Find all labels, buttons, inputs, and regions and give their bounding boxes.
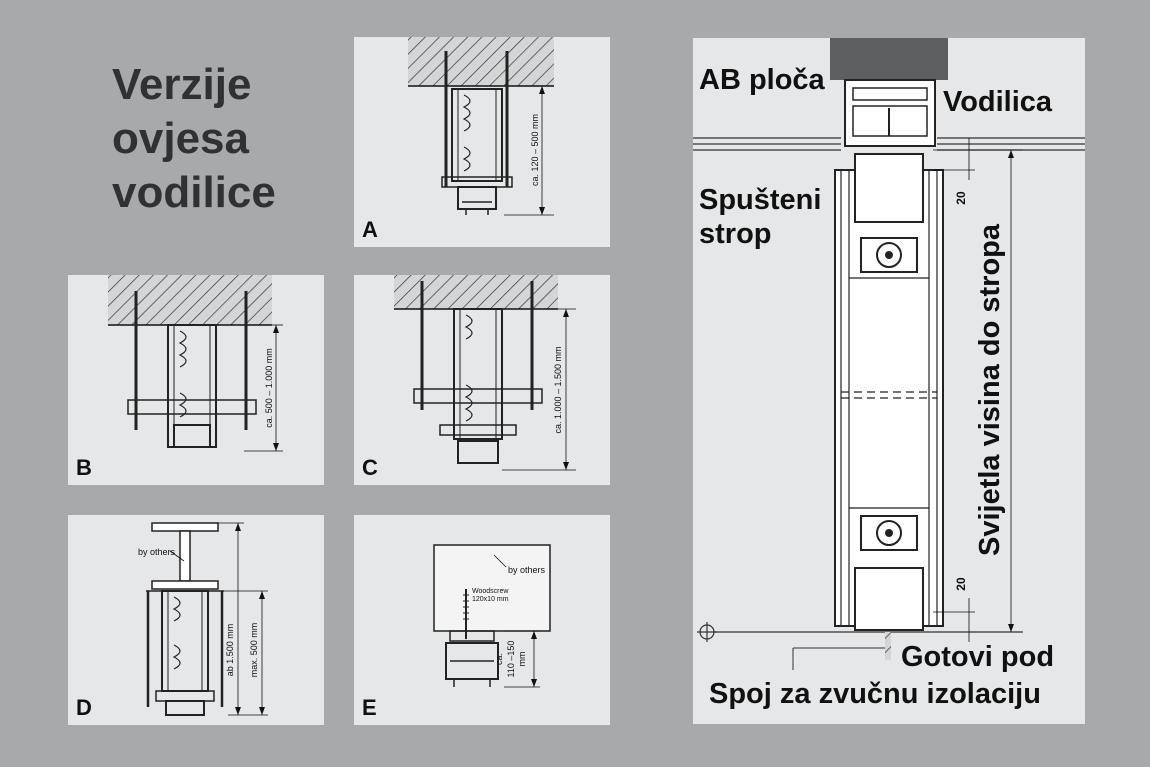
panel-a-dimension: ca. 120 – 500 mm — [530, 114, 540, 186]
panel-e-drawing: by others Woodscrew 120x10 mm ca. 110 –1… — [433, 544, 551, 688]
panel-c-dimension: ca. 1.000 – 1.500 mm — [553, 346, 563, 433]
title-line-1: Verzije — [112, 60, 252, 109]
label-gotovi-pod: Gotovi pod — [901, 641, 1055, 673]
panel-d-dimension-1: ab 1.500 mm — [225, 624, 235, 677]
title-line-3: vodilice — [112, 168, 276, 217]
panel-b-label: B — [76, 455, 92, 480]
panel-e-note: by others — [508, 565, 546, 575]
dimension-top: 20 — [954, 191, 968, 205]
main-section-panel: 20 20 Svijetla visina do stropa AB ploča… — [693, 38, 1085, 724]
panel-e: by others Woodscrew 120x10 mm ca. 110 –1… — [354, 515, 610, 725]
panel-e-dimension-1: ca. — [494, 653, 504, 665]
panel-e-label: E — [362, 695, 377, 720]
panel-b-drawing: ca. 500 – 1.000 mm — [108, 275, 283, 452]
page-title: Verzije ovjesa vodilice — [112, 58, 276, 220]
panel-c-drawing: ca. 1.000 – 1.500 mm — [394, 275, 576, 471]
panel-e-dimension-3: mm — [517, 652, 527, 667]
panel-c-label: C — [362, 455, 378, 480]
label-svijetla-visina: Svijetla visina do stropa — [974, 223, 1006, 556]
label-spusteni-line-1: Spušteni — [699, 184, 822, 216]
panel-d-dimension-2: max. 500 mm — [249, 623, 259, 678]
panel-e-screw-2: 120x10 mm — [472, 596, 509, 603]
panel-e-dimension-2: 110 –150 — [506, 641, 516, 678]
panel-e-screw-1: Woodscrew — [472, 588, 509, 595]
panel-a-label: A — [362, 217, 378, 242]
panel-a-drawing: ca. 120 – 500 mm — [408, 37, 554, 216]
panel-d: by others ab 1.500 mm max. 500 mm D — [68, 515, 324, 725]
panel-b-dimension: ca. 500 – 1.000 mm — [264, 348, 274, 428]
panel-d-label: D — [76, 695, 92, 720]
label-vodilica: Vodilica — [943, 86, 1053, 118]
dimension-bottom: 20 — [954, 577, 968, 591]
label-spusteni-line-2: strop — [699, 218, 772, 250]
panel-d-note: by others — [138, 547, 176, 557]
label-ab-ploca: AB ploča — [699, 64, 825, 96]
panel-d-drawing: by others ab 1.500 mm max. 500 mm — [138, 522, 268, 716]
label-spoj: Spoj za zvučnu izolaciju — [709, 678, 1041, 710]
panel-a: ca. 120 – 500 mm A — [354, 37, 610, 247]
label-spusteni-strop: Spušteni strop — [699, 183, 821, 251]
panel-c: ca. 1.000 – 1.500 mm C — [354, 275, 610, 485]
title-line-2: ovjesa — [112, 114, 249, 163]
panel-b: ca. 500 – 1.000 mm B — [68, 275, 324, 485]
main-section-drawing: 20 20 Svijetla visina do stropa — [693, 38, 1085, 670]
